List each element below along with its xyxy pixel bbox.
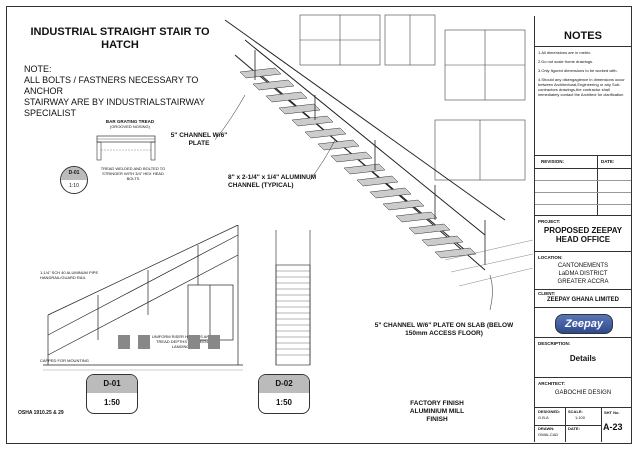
description-value: Details bbox=[569, 354, 597, 363]
callout-finish: FACTORY FINISH ALUMINIUM MILL FINISH bbox=[409, 400, 465, 423]
bar-grating-detail bbox=[96, 135, 156, 161]
location-label: LOCATION: bbox=[538, 255, 563, 260]
notes-heading: NOTES bbox=[564, 30, 602, 42]
note-line-1: ALL BOLTS / FASTNERS NECESSARY TO ANCHOR bbox=[24, 75, 199, 96]
description-label: DESCRIPTION: bbox=[538, 341, 571, 346]
date-label: DATE: bbox=[568, 426, 580, 431]
callout-slab: 5" CHANNEL W/6" PLATE ON SLAB (BELOW 150… bbox=[374, 322, 514, 337]
detail-tag-scale: 1:10 bbox=[69, 183, 79, 189]
bar-grating-title: BAR GRATING TREAD bbox=[105, 119, 155, 124]
bar-grating-sub: (GROOVED NOSING) bbox=[109, 124, 150, 129]
note-label: NOTE: bbox=[24, 64, 52, 74]
callout-channel: 5" CHANNEL W/6" PLATE bbox=[170, 132, 228, 147]
side-elevation-d01 bbox=[43, 225, 243, 371]
description-box: DESCRIPTION: Details bbox=[535, 338, 631, 378]
location-box: LOCATION: CANTONEMENTS LaDMA DISTRICT GR… bbox=[535, 252, 631, 290]
bar-grating-caption: TREAD WELDED AND BOLTED TO STRINGER WITH… bbox=[100, 166, 166, 181]
sheet-number-label: SHT No. bbox=[604, 410, 620, 415]
detail-d01-id: D-01 bbox=[87, 375, 137, 393]
sheet-border bbox=[6, 6, 632, 444]
location-line-3: GREATER ACCRA bbox=[557, 279, 609, 285]
architect-label: ARCHITECT: bbox=[538, 381, 565, 386]
project-name: PROPOSED ZEEPAY HEAD OFFICE bbox=[543, 226, 623, 244]
project-label: PROJECT: bbox=[538, 219, 561, 224]
detail-d02-id: D-02 bbox=[259, 375, 309, 393]
zeepay-logo: Zeepay bbox=[555, 314, 613, 334]
drawing-title: INDUSTRIAL STRAIGHT STAIR TO HATCH bbox=[30, 26, 210, 51]
drawn-label: DRAWN: bbox=[538, 426, 555, 431]
client-label: CLIENT: bbox=[538, 291, 556, 296]
revision-label: REVISION: bbox=[541, 159, 565, 164]
detail-tag-circle: D-01 1:10 bbox=[60, 166, 88, 194]
note-line-2: STAIRWAY ARE BY INDUSTRIALSTAIRWAY SPECI… bbox=[24, 97, 205, 118]
notes-panel: NOTES 1.All dimensions are in metric. 2.… bbox=[535, 16, 631, 156]
scale-value: 1:100 bbox=[575, 415, 586, 420]
revision-date-label: DATE: bbox=[601, 159, 615, 164]
front-elevation-d02 bbox=[275, 230, 311, 366]
sheet-number: A-23 bbox=[603, 422, 623, 432]
general-note: NOTE: ALL BOLTS / FASTNERS NECESSARY TO … bbox=[24, 64, 224, 119]
callout-riser: UNIFORM RISER HEIGHTS AND TREAD DEPTHS B… bbox=[151, 334, 213, 349]
note-item-1: 1.All dimensions are in metric. bbox=[538, 50, 592, 55]
revision-table: REVISION: DATE: bbox=[535, 156, 631, 216]
detail-d01-scale: 1:50 bbox=[103, 398, 120, 407]
osha-ref: OSHA 1910.25 & 29 bbox=[18, 410, 64, 416]
drawn-value: OWAI-CAD bbox=[538, 432, 559, 437]
note-item-3: 3.Only figured dimensions to be worked w… bbox=[538, 68, 618, 73]
client-name: ZEEPAY GHANA LIMITED bbox=[546, 297, 619, 303]
isometric-stair-drawing bbox=[215, 14, 534, 310]
client-box: CLIENT: ZEEPAY GHANA LIMITED bbox=[535, 290, 631, 308]
sheet-info-box: DESIGNED: G.B.A SCALE: 1:100 DRAWN: OWAI… bbox=[535, 408, 631, 442]
title-block: NOTES 1.All dimensions are in metric. 2.… bbox=[534, 16, 631, 442]
detail-label-d02: D-02 1:50 bbox=[258, 374, 310, 414]
detail-label-d01: D-01 1:50 bbox=[86, 374, 138, 414]
note-item-4: 4.Should any disengagience in dimensions… bbox=[538, 77, 625, 97]
project-box: PROJECT: PROPOSED ZEEPAY HEAD OFFICE bbox=[535, 216, 631, 252]
logo-box: Zeepay bbox=[535, 308, 631, 338]
note-item-2: 2.Do not scale frome drawings. bbox=[538, 59, 594, 64]
designed-value: G.B.A bbox=[538, 415, 549, 420]
callout-aluminum: 8" x 2-1/4" x 1/4" ALUMINUM CHANNEL (TYP… bbox=[228, 174, 317, 189]
callout-handrail: 1-1/4" SCH 40 ALUMINUM PIPE HANDRAIL/GUA… bbox=[40, 270, 99, 280]
architect-box: ARCHITECT: GABOCHIE DESIGN bbox=[535, 378, 631, 408]
location-line-2: LaDMA DISTRICT bbox=[558, 271, 608, 277]
location-line-1: CANTONEMENTS bbox=[557, 263, 609, 269]
designed-label: DESIGNED: bbox=[538, 409, 561, 414]
callout-capped: CAPPED FOR MOUNTING bbox=[40, 358, 89, 363]
detail-tag-id: D-01 bbox=[61, 167, 87, 180]
detail-d02-scale: 1:50 bbox=[275, 398, 292, 407]
scale-label: SCALE: bbox=[568, 409, 583, 414]
architect-firm: GABOCHIE DESIGN bbox=[554, 390, 612, 396]
